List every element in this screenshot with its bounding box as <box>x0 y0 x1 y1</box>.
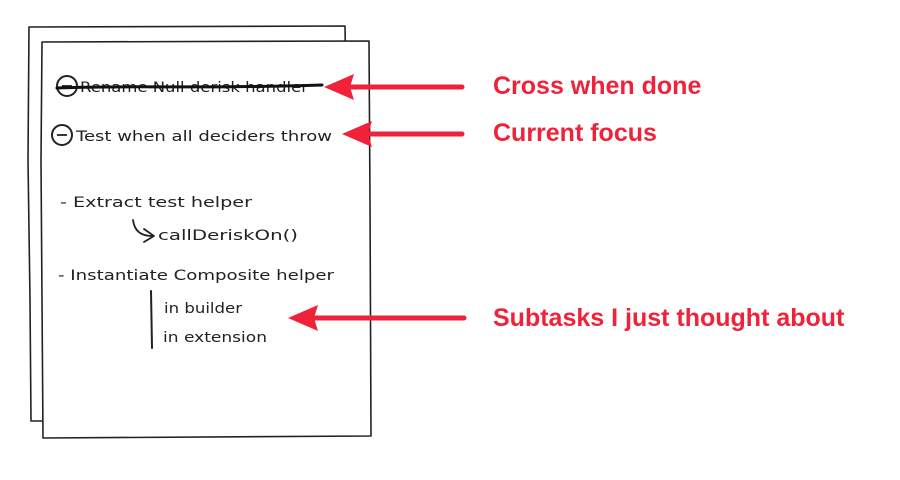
strikethrough-line <box>55 83 324 90</box>
subtask-detail-extension: in extension <box>163 330 267 346</box>
hook-arrow-icon <box>132 219 155 243</box>
arrow-subtasks <box>288 305 467 331</box>
callout-subtasks: Subtasks I just thought about <box>493 304 845 332</box>
paper-sheet-front <box>40 40 372 439</box>
subtask-extract-helper: - Extract test helper <box>60 195 252 211</box>
arrow-current-focus <box>342 121 465 147</box>
focus-item-text: Test when all deciders throw <box>75 129 332 145</box>
subtask-extract-helper-detail: callDeriskOn() <box>158 228 298 244</box>
bullet-circle-focus <box>51 124 73 146</box>
bracket-line <box>150 290 153 349</box>
arrow-cross-when-done <box>324 74 465 100</box>
subtask-detail-builder: in builder <box>164 301 242 317</box>
subtask-instantiate-helper: - Instantiate Composite helper <box>58 268 334 284</box>
callout-cross-when-done: Cross when done <box>493 72 701 100</box>
callout-current-focus: Current focus <box>493 119 657 147</box>
